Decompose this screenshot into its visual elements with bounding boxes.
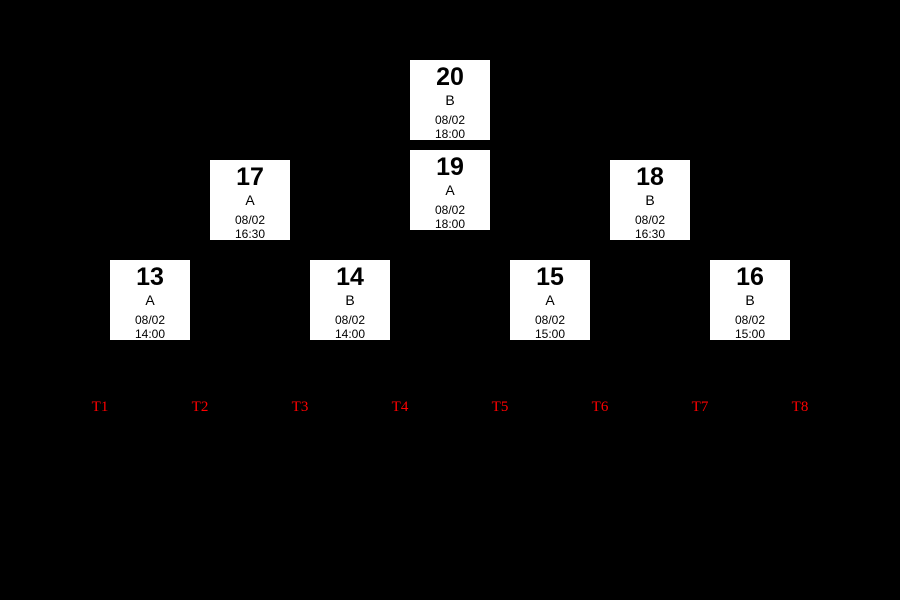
match-time: 15:00	[534, 327, 566, 341]
match-group: B	[345, 292, 355, 308]
match-box-14[interactable]: 14 B 08/02 14:00	[310, 260, 390, 340]
match-date: 08/02	[434, 203, 466, 217]
match-number: 18	[636, 163, 664, 191]
match-date: 08/02	[434, 113, 466, 127]
match-date: 08/02	[634, 213, 666, 227]
match-group: A	[545, 292, 555, 308]
match-time: 14:00	[134, 327, 166, 341]
match-group: B	[745, 292, 755, 308]
match-number: 16	[736, 263, 764, 291]
match-number: 13	[136, 263, 164, 291]
match-date: 08/02	[134, 313, 166, 327]
match-group: A	[445, 182, 455, 198]
match-number: 19	[436, 153, 464, 181]
match-time: 18:00	[434, 127, 466, 141]
match-group: A	[245, 192, 255, 208]
match-box-18[interactable]: 18 B 08/02 16:30	[610, 160, 690, 240]
match-group: A	[145, 292, 155, 308]
team-label-t3: T3	[291, 399, 309, 415]
match-box-15[interactable]: 15 A 08/02 15:00	[510, 260, 590, 340]
match-time: 16:30	[234, 227, 266, 241]
match-box-19[interactable]: 19 A 08/02 18:00	[410, 150, 490, 230]
match-box-13[interactable]: 13 A 08/02 14:00	[110, 260, 190, 340]
match-date: 08/02	[234, 213, 266, 227]
match-number: 17	[236, 163, 264, 191]
team-label-t8: T8	[791, 399, 809, 415]
team-label-t2: T2	[191, 399, 209, 415]
match-group: B	[645, 192, 655, 208]
match-number: 20	[436, 63, 464, 91]
match-box-20[interactable]: 20 B 08/02 18:00	[410, 60, 490, 140]
team-label-t7: T7	[691, 399, 709, 415]
match-date: 08/02	[334, 313, 366, 327]
match-number: 15	[536, 263, 564, 291]
team-label-t4: T4	[391, 399, 409, 415]
match-date: 08/02	[534, 313, 566, 327]
team-label-t1: T1	[91, 399, 109, 415]
match-box-16[interactable]: 16 B 08/02 15:00	[710, 260, 790, 340]
match-time: 14:00	[334, 327, 366, 341]
match-date: 08/02	[734, 313, 766, 327]
match-number: 14	[336, 263, 364, 291]
match-time: 16:30	[634, 227, 666, 241]
match-box-17[interactable]: 17 A 08/02 16:30	[210, 160, 290, 240]
match-time: 15:00	[734, 327, 766, 341]
match-time: 18:00	[434, 217, 466, 231]
team-label-t5: T5	[491, 399, 509, 415]
match-group: B	[445, 92, 455, 108]
team-label-t6: T6	[591, 399, 609, 415]
